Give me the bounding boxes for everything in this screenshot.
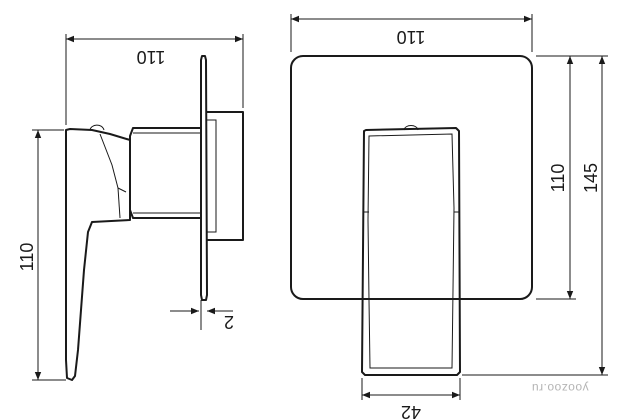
side-lever-cap: [89, 124, 105, 131]
side-height-label: 110: [17, 243, 37, 272]
side-cartridge-body: [129, 127, 201, 219]
side-view: 110 110 2: [17, 34, 244, 381]
front-view: 110 110 145 42: [290, 14, 608, 420]
front-lever-cap: [403, 125, 419, 131]
side-lever-inner: [117, 187, 121, 219]
front-width-label: 110: [397, 27, 426, 47]
side-flange-step: [207, 119, 217, 233]
front-cover-plate: [290, 55, 533, 300]
front-lever-handle: [361, 127, 461, 376]
side-width-label: 110: [137, 47, 166, 67]
side-flange: [207, 111, 244, 241]
handle-width-label: 42: [401, 402, 421, 420]
front-lever-face: [367, 133, 455, 369]
watermark-text: yoozoo.ru: [531, 381, 588, 395]
side-wall-plate: [200, 55, 208, 301]
wall-gap-label: 2: [224, 312, 234, 332]
front-inner-height-label: 110: [548, 164, 568, 193]
side-lever-handle: [65, 128, 131, 381]
front-total-height-label: 145: [581, 163, 601, 193]
side-lever-bevel: [99, 133, 127, 193]
